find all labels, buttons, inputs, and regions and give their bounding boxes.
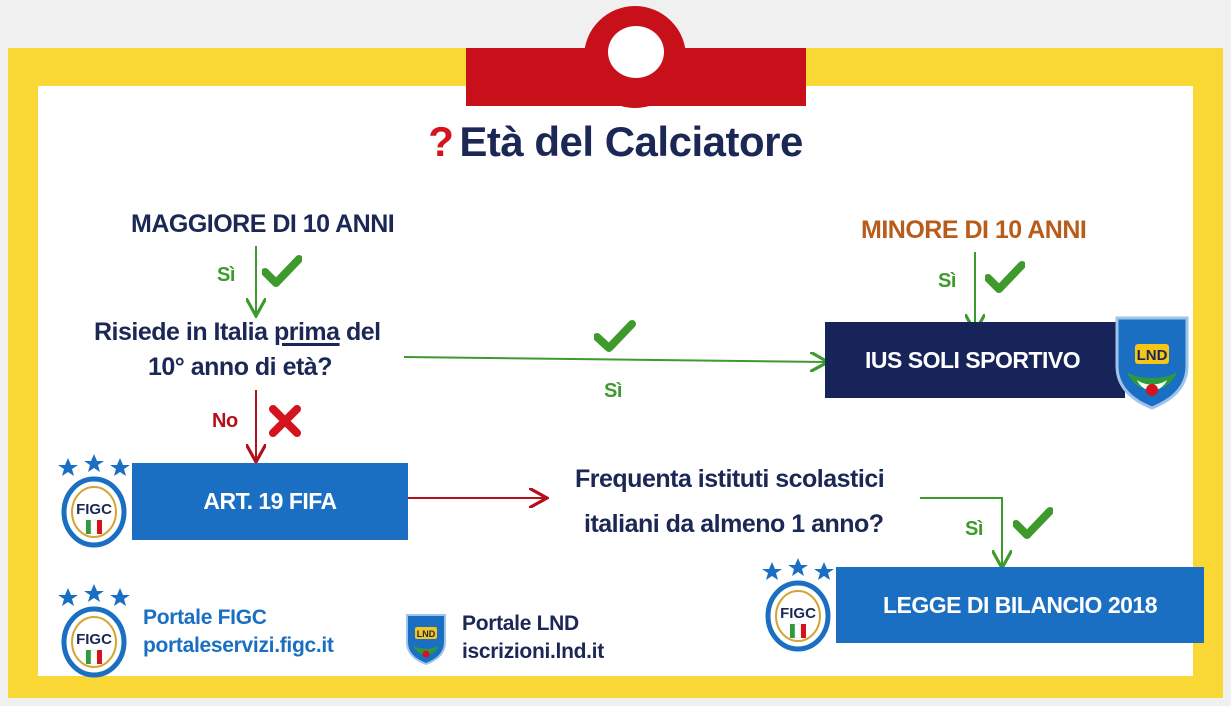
svg-text:LND: LND	[417, 629, 436, 639]
portal-figc-url[interactable]: portaleservizi.figc.it	[143, 634, 334, 657]
check-icon	[1013, 507, 1053, 539]
yes-label: Sì	[938, 270, 956, 292]
arrow-question-to-ius	[403, 357, 826, 362]
check-icon	[262, 255, 302, 287]
yes-label-horizontal: Sì	[604, 380, 622, 402]
portal-lnd-name: Portale LND	[462, 612, 579, 635]
lnd-logo: LND	[406, 614, 446, 666]
portal-lnd-url[interactable]: iscrizioni.lnd.it	[462, 640, 604, 663]
question-emphasis: prima	[273, 318, 340, 346]
legge-bilancio-label: LEGGE DI BILANCIO 2018	[882, 591, 1158, 618]
portal-figc-name: Portale FIGC	[143, 606, 267, 629]
ius-soli-box: IUS SOLI SPORTIVO	[825, 322, 1125, 398]
check-icon	[594, 320, 636, 352]
cross-icon	[269, 405, 301, 437]
svg-text:FIGC: FIGC	[76, 631, 112, 648]
art19-box: ART. 19 FIFA	[132, 463, 408, 540]
legge-bilancio-box: LEGGE DI BILANCIO 2018	[836, 567, 1204, 643]
lnd-logo: LND	[1115, 316, 1189, 410]
check-icon	[985, 261, 1025, 293]
question-line1: Risiede in Italia prima del	[94, 318, 381, 346]
figc-logo: FIGC	[762, 558, 834, 652]
svg-text:FIGC: FIGC	[76, 501, 112, 518]
ius-soli-label: IUS SOLI SPORTIVO	[865, 346, 1081, 373]
school-question-line1: Frequenta istituti scolastici	[575, 465, 885, 493]
school-question-line2: italiani da almeno 1 anno?	[584, 510, 884, 538]
figc-logo: FIGC	[58, 584, 130, 678]
figc-logo: FIGC	[58, 454, 130, 548]
svg-text:LND: LND	[1137, 347, 1168, 364]
title-text: Età del Calciatore	[459, 118, 803, 165]
svg-text:FIGC: FIGC	[780, 605, 816, 622]
portal-figc[interactable]: Portale FIGC portaleservizi.figc.it	[143, 604, 334, 660]
maggiore-heading: MAGGIORE DI 10 ANNI	[131, 210, 395, 238]
yes-label: Sì	[217, 264, 235, 286]
minore-heading: MINORE DI 10 ANNI	[861, 216, 1087, 244]
question-line2: 10° anno di età?	[148, 353, 332, 381]
no-label: No	[212, 410, 238, 432]
page-title: ?Età del Calciatore	[0, 118, 1231, 166]
clipboard-clip-hole	[608, 26, 664, 78]
arrow-school-to-legge	[920, 497, 1002, 566]
yes-label: Sì	[965, 518, 983, 540]
art19-label: ART. 19 FIFA	[203, 488, 337, 514]
question-mark-icon: ?	[428, 118, 454, 165]
portal-lnd[interactable]: Portale LND iscrizioni.lnd.it	[462, 610, 604, 666]
